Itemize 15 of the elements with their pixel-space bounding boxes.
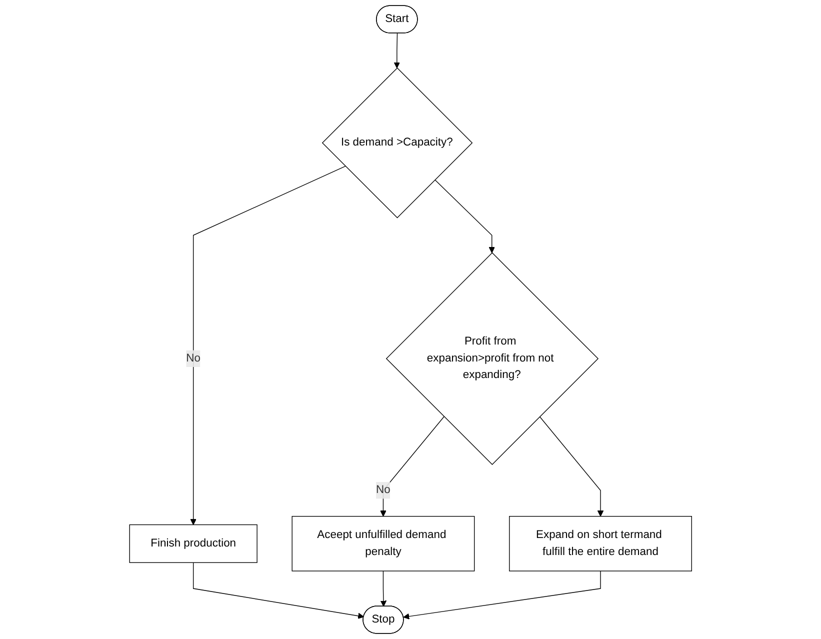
node-box: Aceept unfulfilled demand penalty — [292, 516, 475, 572]
edge-label: No — [186, 352, 200, 364]
arrow — [380, 416, 444, 517]
arrow — [403, 570, 601, 620]
node-box: Finish production — [129, 524, 258, 563]
node-diamond: Is demand >Capacity? — [322, 68, 473, 218]
arrow — [394, 32, 400, 68]
arrow — [380, 570, 386, 607]
node-diamond: Profit from expansion>profit from not expanding? — [386, 252, 598, 465]
arrow — [190, 166, 346, 526]
edge-label: No — [376, 484, 390, 496]
node-box: Expand on short termand fulfill the entire demand — [508, 516, 692, 572]
arrow — [192, 562, 364, 619]
arrow — [539, 416, 604, 517]
arrow — [434, 179, 495, 254]
